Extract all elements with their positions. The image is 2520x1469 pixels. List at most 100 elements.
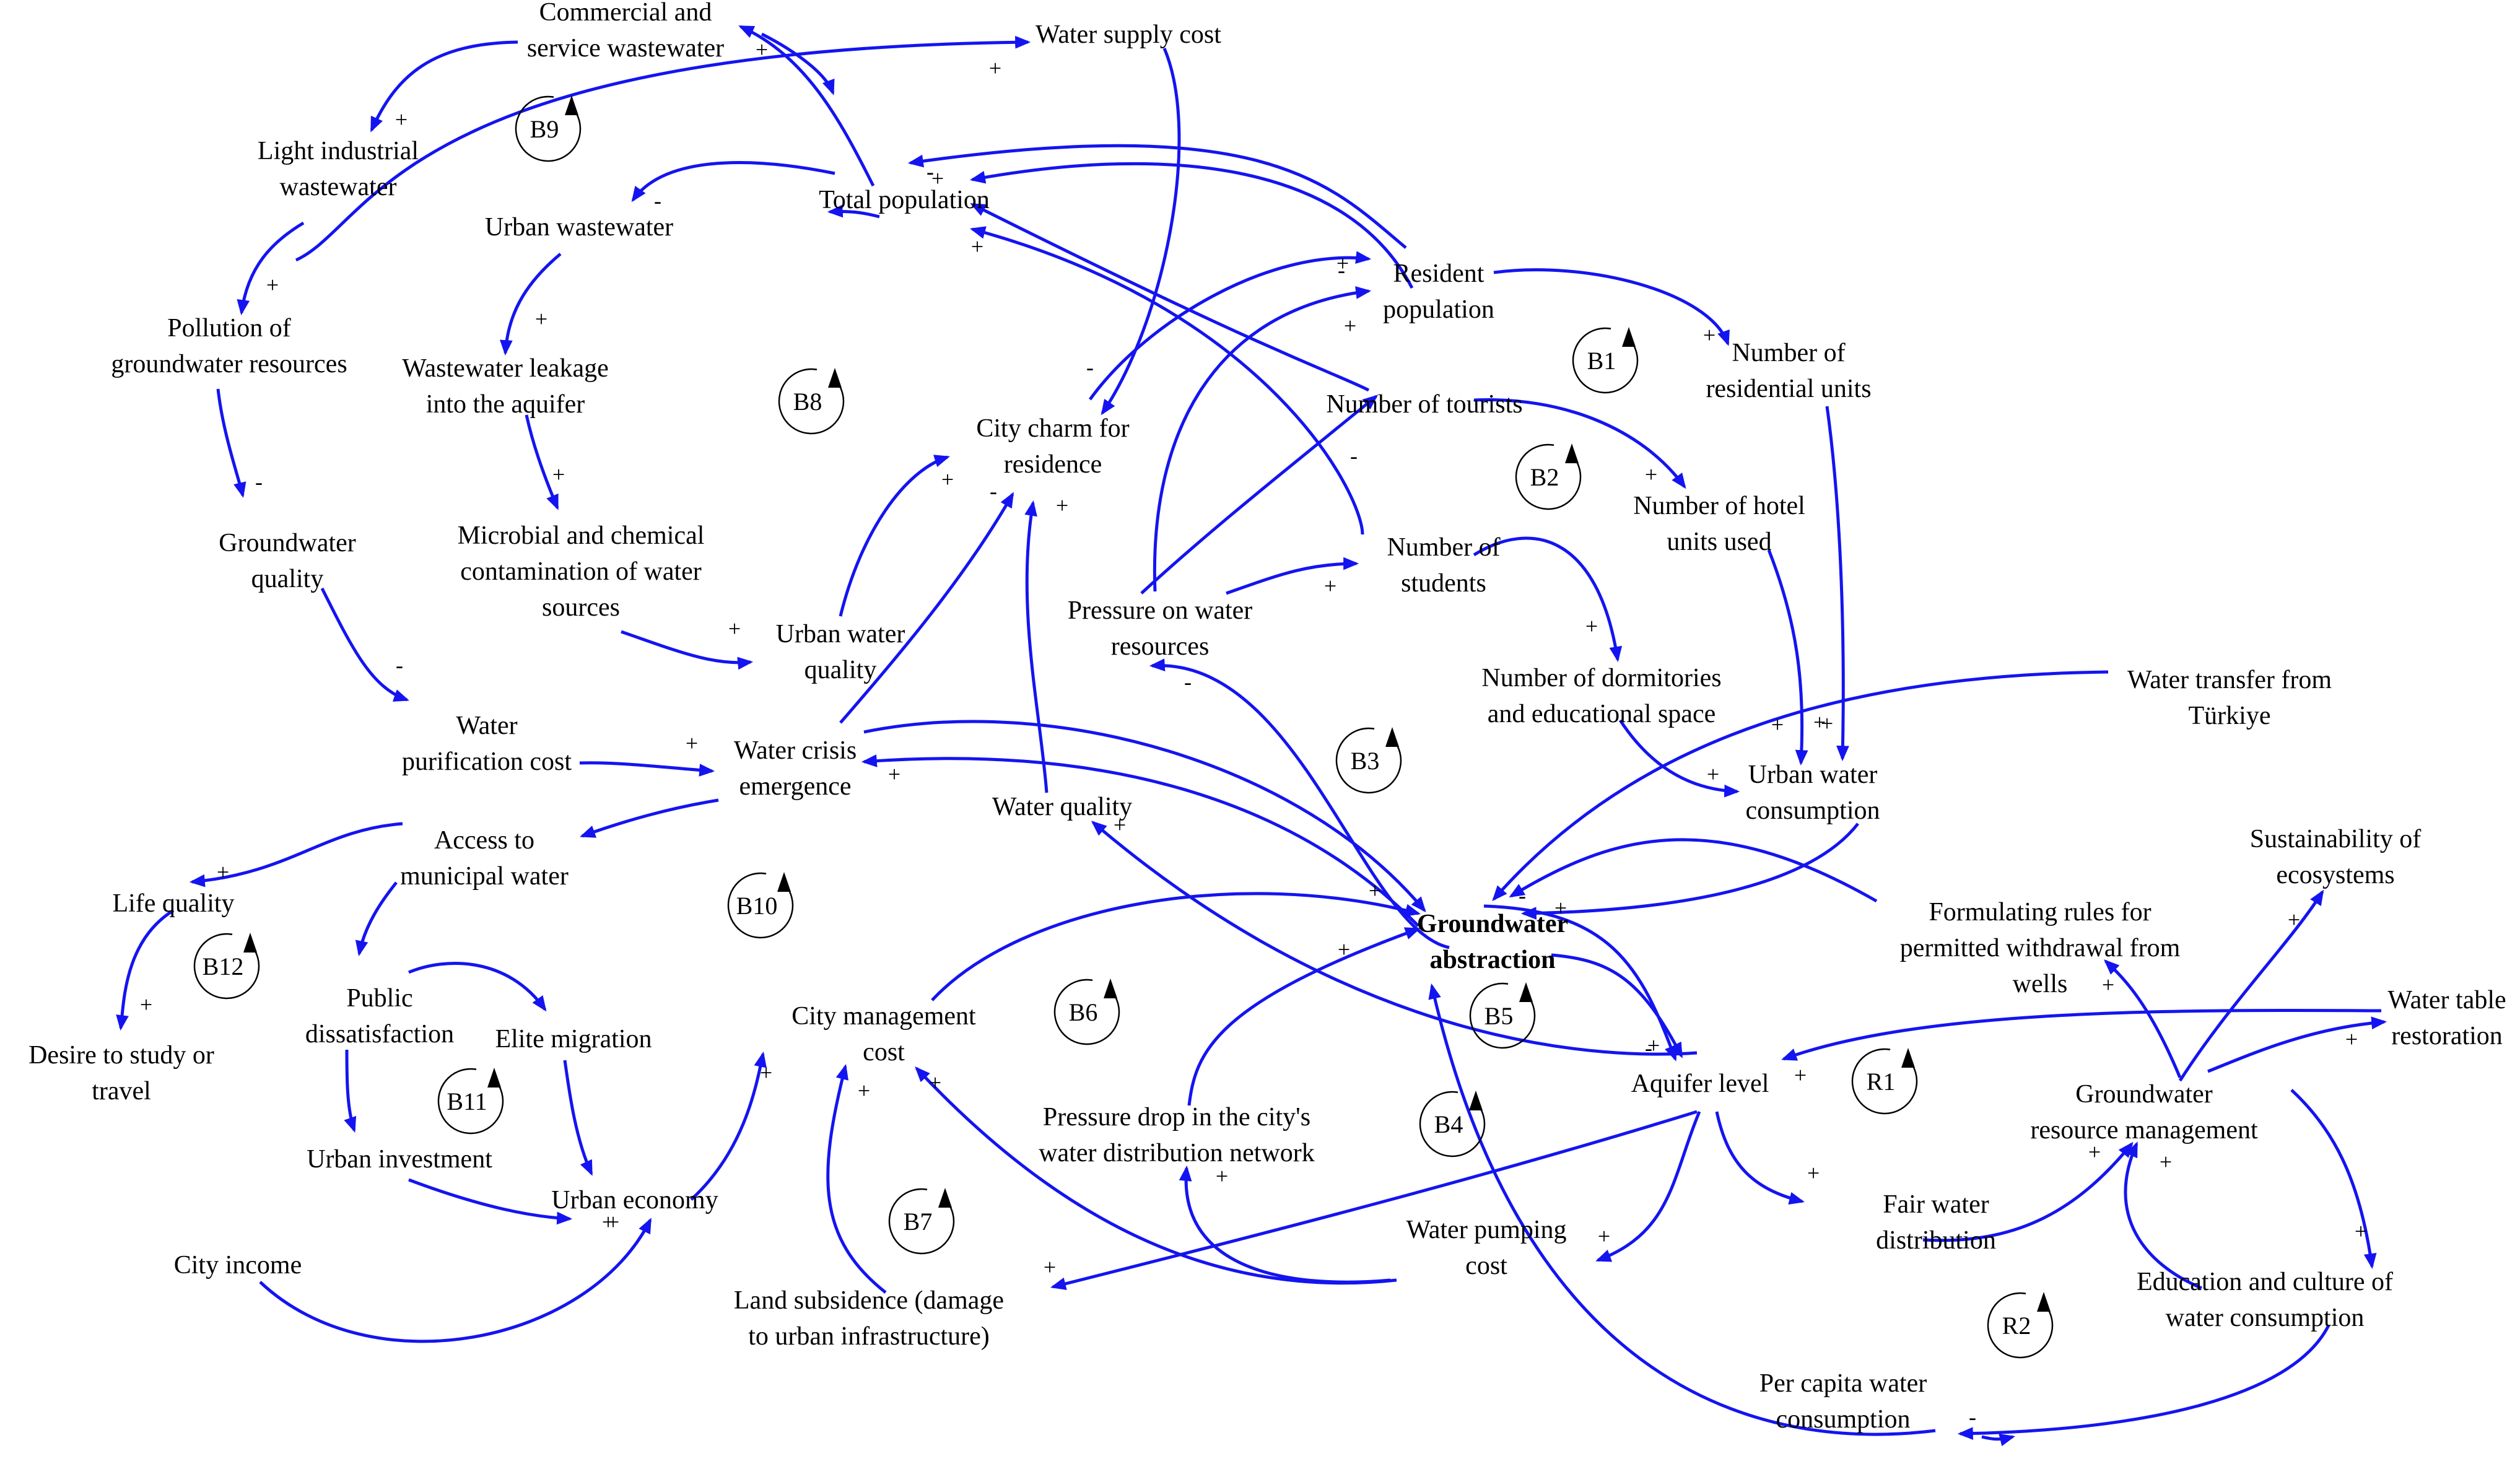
loop-direction-icon xyxy=(1622,327,1636,347)
variable-label-line: Number of dormitories xyxy=(1481,664,1721,692)
variable-label-line: cost xyxy=(1465,1252,1507,1280)
link-polarity: + xyxy=(1647,1033,1660,1058)
causal-link-e49 xyxy=(563,1060,593,1176)
link-polarity: + xyxy=(395,107,408,132)
link-polarity: + xyxy=(929,1070,941,1095)
link-polarity: + xyxy=(217,860,229,884)
variable-label-line: travel xyxy=(92,1077,151,1105)
variable-label-line: Water pumping xyxy=(1406,1216,1566,1244)
causal-link-e35 xyxy=(861,754,1419,927)
variable-label-line: Water xyxy=(456,712,517,740)
link-polarity: + xyxy=(686,731,698,756)
loop-direction-icon xyxy=(777,872,791,892)
variable-label-line: City income xyxy=(174,1251,302,1279)
variable-label-line: City charm for xyxy=(976,414,1129,443)
causal-link-e45 xyxy=(931,892,1421,1001)
link-polarity: + xyxy=(1813,710,1826,734)
variable-label-line: resource management xyxy=(2030,1116,2258,1144)
link-polarity: + xyxy=(1807,1161,1820,1185)
loop-marker-b5: B5 xyxy=(1469,982,1536,1049)
link-polarity: + xyxy=(602,1210,614,1234)
variable-label-line: consumption xyxy=(1776,1405,1911,1434)
variable-label-line: Urban investment xyxy=(307,1145,492,1174)
link-polarity: + xyxy=(552,462,565,487)
link-polarity: + xyxy=(1794,1063,1807,1088)
variable-elite-migration: Elite migration xyxy=(495,1025,652,1053)
causal-link-e38 xyxy=(1509,838,1878,903)
variable-label-line: Total population xyxy=(819,186,990,214)
link-polarity: + xyxy=(2102,972,2114,997)
causal-link-e31 xyxy=(579,761,715,777)
variable-desire-study: Desire to study or travel xyxy=(28,1041,214,1105)
link-polarity: + xyxy=(1771,712,1784,737)
variable-label-line: Commercial and xyxy=(539,0,712,27)
causal-link-e14 xyxy=(969,226,1364,535)
link-polarity: - xyxy=(1184,669,1192,694)
variable-label-line: Light industrial xyxy=(258,137,419,165)
variable-label-line: Access to xyxy=(434,826,534,855)
causal-link-e41 xyxy=(1091,821,1698,1056)
loop-label: B5 xyxy=(1485,1002,1514,1030)
variable-label-line: wells xyxy=(2013,970,2068,998)
causal-link-e3 xyxy=(761,32,835,95)
variable-label-line: Elite migration xyxy=(495,1025,652,1053)
link-polarity: + xyxy=(2160,1149,2172,1174)
variable-label-line: Pressure on water xyxy=(1068,596,1253,625)
variable-label-line: Desire to study or xyxy=(28,1041,214,1070)
variable-label-line: Groundwater xyxy=(1417,910,1568,938)
causal-link-e39 xyxy=(355,881,398,957)
loop-marker-b2: B2 xyxy=(1515,443,1582,510)
variable-label-line: emergence xyxy=(739,772,851,801)
causal-link-e8 xyxy=(237,221,305,316)
link-polarity: - xyxy=(1969,1405,1976,1429)
causal-link-e50 xyxy=(1781,1008,2382,1061)
causal-link-e40 xyxy=(1149,658,1450,949)
variable-label-line: Aquifer level xyxy=(1631,1070,1769,1098)
variable-label-line: municipal water xyxy=(400,862,569,891)
variable-label-line: Land subsidence (damage xyxy=(734,1286,1004,1315)
loop-label: B8 xyxy=(793,388,822,416)
causal-link-e19 xyxy=(320,587,409,702)
variable-label-line: Per capita water xyxy=(1759,1369,1927,1398)
variable-label-line: Life quality xyxy=(112,889,234,918)
loop-direction-icon xyxy=(938,1188,952,1208)
variable-label-line: Water quality xyxy=(992,793,1132,821)
variable-label-line: students xyxy=(1401,569,1486,598)
causal-link-e42 xyxy=(408,962,547,1012)
loop-label: B9 xyxy=(530,115,559,143)
variable-label-line: units used xyxy=(1667,528,1771,556)
link-polarity: + xyxy=(1056,493,1068,518)
causal-link-e57 xyxy=(1922,1141,2134,1242)
variable-label-line: Fair water xyxy=(1883,1190,1989,1219)
loop-label: B10 xyxy=(736,892,778,920)
loop-direction-icon xyxy=(1519,982,1533,1002)
causal-link-e62 xyxy=(1428,983,1936,1436)
variable-label-line: dissatisfaction xyxy=(305,1020,454,1048)
link-polarity: - xyxy=(255,469,263,494)
variable-label-line: Wastewater leakage xyxy=(402,354,609,383)
variable-label-line: Number of tourists xyxy=(1326,390,1522,419)
loop-direction-icon xyxy=(2037,1292,2051,1312)
causal-link-e9 xyxy=(499,253,562,356)
variable-number-tourists: Number of tourists xyxy=(1326,390,1522,419)
loop-direction-icon xyxy=(565,95,578,115)
loop-marker-b10: B10 xyxy=(727,872,794,939)
link-polarity: + xyxy=(2288,907,2300,932)
variable-label-line: Pollution of xyxy=(167,314,291,342)
causal-link-e68 xyxy=(690,1051,767,1201)
causal-link-e54 xyxy=(826,1063,887,1294)
link-polarity: + xyxy=(728,616,741,641)
